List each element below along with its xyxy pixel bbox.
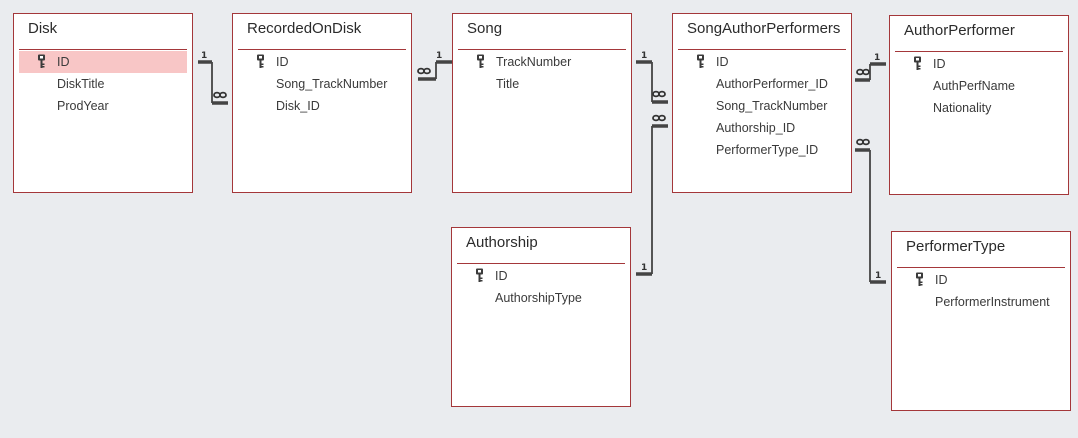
field-row[interactable]: PerformerInstrument bbox=[897, 291, 1065, 313]
table-title[interactable]: RecordedOnDisk bbox=[247, 20, 362, 37]
field-name: DiskTitle bbox=[57, 77, 105, 91]
field-row[interactable]: Title bbox=[458, 73, 626, 95]
field-name: Title bbox=[496, 77, 520, 91]
field-row[interactable]: ID bbox=[678, 51, 846, 73]
table-title[interactable]: AuthorPerformer bbox=[904, 22, 1015, 39]
field-row[interactable]: ID bbox=[897, 269, 1065, 291]
field-row[interactable]: ID bbox=[238, 51, 406, 73]
title-divider bbox=[19, 49, 187, 50]
key-icon bbox=[915, 272, 924, 287]
field-name: ID bbox=[495, 269, 508, 283]
field-row[interactable]: AuthorshipType bbox=[457, 287, 625, 309]
field-name: ID bbox=[716, 55, 729, 69]
field-row[interactable]: AuthorPerformer_ID bbox=[678, 73, 846, 95]
field-list[interactable]: ID AuthorshipType bbox=[457, 265, 625, 309]
field-row[interactable]: Song_TrackNumber bbox=[678, 95, 846, 117]
title-divider bbox=[457, 263, 625, 264]
field-row[interactable]: TrackNumber bbox=[458, 51, 626, 73]
field-name: Disk_ID bbox=[276, 99, 320, 113]
field-name: TrackNumber bbox=[496, 55, 572, 69]
field-name: Authorship_ID bbox=[716, 121, 796, 135]
field-row[interactable]: ID bbox=[457, 265, 625, 287]
table-title[interactable]: Song bbox=[467, 20, 503, 37]
field-name: Song_TrackNumber bbox=[716, 99, 828, 113]
key-icon bbox=[37, 54, 46, 69]
field-name: PerformerInstrument bbox=[935, 295, 1050, 309]
field-name: Song_TrackNumber bbox=[276, 77, 388, 91]
field-row[interactable]: AuthPerfName bbox=[895, 75, 1063, 97]
table-title[interactable]: PerformerType bbox=[906, 238, 1006, 255]
field-row[interactable]: Disk_ID bbox=[238, 95, 406, 117]
field-name: AuthPerfName bbox=[933, 79, 1015, 93]
field-list[interactable]: ID PerformerInstrument bbox=[897, 269, 1065, 313]
field-row[interactable]: PerformerType_ID bbox=[678, 139, 846, 161]
key-icon bbox=[913, 56, 922, 71]
field-row[interactable]: Authorship_ID bbox=[678, 117, 846, 139]
title-divider bbox=[895, 51, 1063, 52]
title-divider bbox=[458, 49, 626, 50]
field-row[interactable]: Nationality bbox=[895, 97, 1063, 119]
key-icon bbox=[256, 54, 265, 69]
field-row[interactable]: Song_TrackNumber bbox=[238, 73, 406, 95]
field-row[interactable]: ID bbox=[19, 51, 187, 73]
field-name: ID bbox=[933, 57, 946, 71]
field-name: PerformerType_ID bbox=[716, 143, 819, 157]
field-row[interactable]: DiskTitle bbox=[19, 73, 187, 95]
field-name: ID bbox=[276, 55, 289, 69]
field-name: ProdYear bbox=[57, 99, 109, 113]
title-divider bbox=[238, 49, 406, 50]
title-divider bbox=[897, 267, 1065, 268]
key-icon bbox=[696, 54, 705, 69]
field-name: AuthorPerformer_ID bbox=[716, 77, 828, 91]
table-title[interactable]: Disk bbox=[28, 20, 58, 37]
table-title[interactable]: Authorship bbox=[466, 234, 538, 251]
field-name: Nationality bbox=[933, 101, 992, 115]
field-name: ID bbox=[57, 55, 70, 69]
field-row[interactable]: ID bbox=[895, 53, 1063, 75]
title-divider bbox=[678, 49, 846, 50]
key-icon bbox=[476, 54, 485, 69]
key-icon bbox=[475, 268, 484, 283]
field-name: AuthorshipType bbox=[495, 291, 582, 305]
field-row[interactable]: ProdYear bbox=[19, 95, 187, 117]
field-name: ID bbox=[935, 273, 948, 287]
table-title[interactable]: SongAuthorPerformers bbox=[687, 20, 841, 37]
